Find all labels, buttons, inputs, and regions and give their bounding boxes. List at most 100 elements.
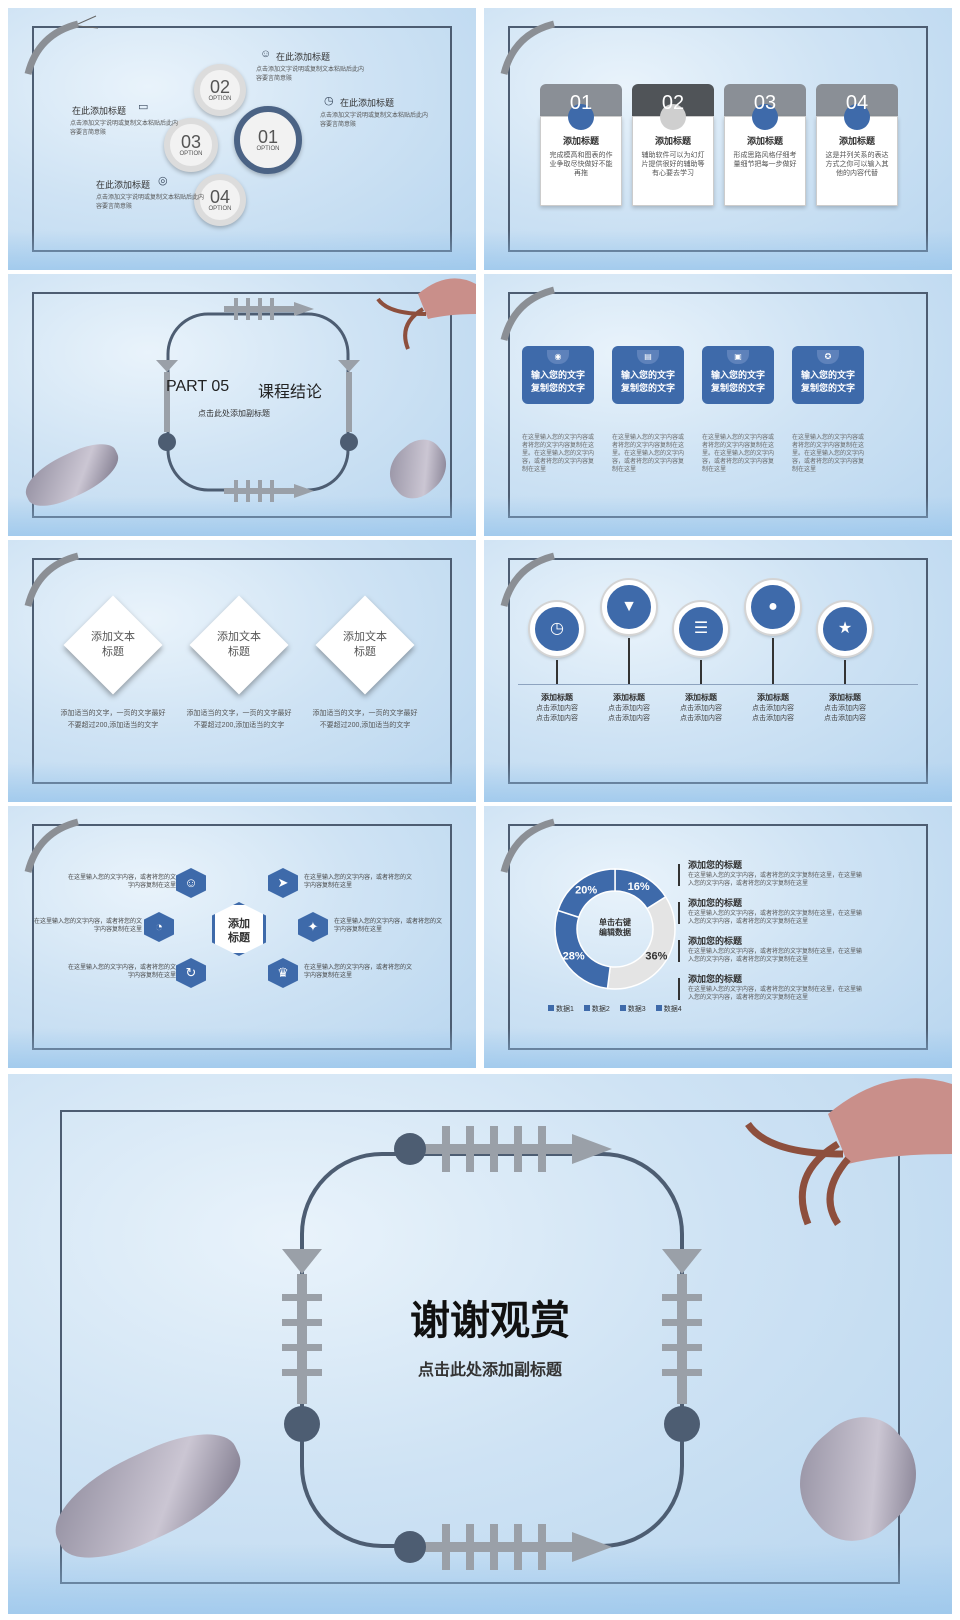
badge-3: ▣输入您的文字复制您的文字 (702, 346, 774, 404)
point-title: 添加标题 (829, 693, 861, 702)
hex-text: 在这里输入您的文字内容，或者将您的文字内容复制在这里 (334, 919, 443, 933)
donut-center-text: 单击右键编辑数据 (599, 918, 631, 937)
list-title: 添加您的标题 (688, 974, 743, 984)
donut-slice-2 (606, 895, 676, 990)
wave-decoration (8, 762, 476, 802)
list-bar (678, 864, 680, 886)
legend-item: 数据3 (619, 1004, 646, 1014)
slide-hexagons[interactable]: 添加标题 ☺ 在这里输入您的文字内容，或者将您的文字内容复制在这里 ➤ 在这里输… (8, 806, 476, 1068)
part-subtitle: 点击此处添加副标题 (198, 409, 270, 418)
shrimp-illustration (500, 286, 555, 341)
wave-decoration (484, 496, 952, 536)
slide-part-title[interactable]: PART 05 课程结论 点击此处添加副标题 (8, 274, 476, 536)
point-title: 添加标题 (541, 693, 573, 702)
point-desc: 点击添加内容点击添加内容 (752, 705, 794, 722)
item-title: 在此添加标题 (96, 180, 151, 190)
badge-2: ▤输入您的文字复制您的文字 (612, 346, 684, 404)
legend-swatch (655, 1005, 662, 1011)
people-icon: ☺ (260, 48, 272, 60)
list-title: 添加您的标题 (688, 936, 743, 946)
item-title: 在此添加标题 (340, 98, 395, 108)
slide-thanks[interactable]: 谢谢观赏 点击此处添加副标题 (8, 1074, 952, 1614)
donut-label-1: 16% (628, 881, 650, 893)
shrimp-illustration (24, 552, 79, 607)
list-bar (678, 902, 680, 924)
hex-text: 在这里输入您的文字内容，或者将您的文字内容复制在这里 (304, 875, 413, 889)
sliders-icon: ☰ (674, 602, 728, 656)
thanks-subtitle: 点击此处添加副标题 (417, 1362, 562, 1379)
legend-item: 数据4 (655, 1004, 682, 1014)
card-number: 01 (540, 84, 622, 122)
badge-desc: 在这里输入您的文字内容或者将您的文字内容复制在这里。在这里输入您的文字内容，或者… (792, 435, 865, 473)
user-icon: ● (746, 580, 800, 634)
point-title: 添加标题 (685, 693, 717, 702)
hex-text: 在这里输入您的文字内容，或者将您的文字内容复制在这里 (304, 965, 413, 979)
legend-swatch (619, 1005, 626, 1011)
list-desc: 在这里输入您的文字内容，或者将您的文字复制在这里，在这里输入您的文字内容，或者将… (688, 987, 863, 1001)
wave-decoration (484, 230, 952, 270)
diamond-desc: 添加适当的文字，一页的文字最好不要超过200,添加适当的文字 (60, 710, 166, 729)
legend-item: 数据1 (548, 1004, 574, 1014)
refresh-icon: ↻ (176, 958, 206, 988)
slide-badges[interactable]: ◉输入您的文字复制您的文字 在这里输入您的文字内容或者将您的文字内容复制在这里。… (484, 274, 952, 536)
globe-icon: ◎ (158, 175, 168, 187)
list-bar (678, 940, 680, 962)
item-desc: 点击添加文字说明或复制文本粘贴后此内容要言简意赅 (256, 67, 365, 82)
item-title: 在此添加标题 (276, 52, 331, 62)
slide-timeline[interactable]: ◷ 添加标题 点击添加内容点击添加内容 ▼ 添加标题 点击添加内容点击添加内容 … (484, 540, 952, 802)
list-bar (678, 978, 680, 1000)
star-icon: ★ (818, 602, 872, 656)
fishbone-frame (282, 1126, 702, 1570)
wave-decoration (8, 496, 476, 536)
hex-text: 在这里输入您的文字内容，或者将您的文字内容复制在这里 (33, 919, 142, 933)
point-desc: 点击添加内容点击添加内容 (824, 705, 866, 722)
center-hexagon: 添加标题 (212, 902, 266, 956)
list-desc: 在这里输入您的文字内容，或者将您的文字复制在这里，在这里输入您的文字内容，或者将… (688, 873, 863, 887)
squid-illustration (376, 278, 476, 350)
badge-desc: 在这里输入您的文字内容或者将您的文字内容复制在这里。在这里输入您的文字内容，或者… (612, 435, 685, 473)
donut-slice-4 (556, 868, 616, 919)
point-desc: 点击添加内容点击添加内容 (680, 705, 722, 722)
thanks-title: 谢谢观赏 (410, 1299, 570, 1343)
point-desc: 点击添加内容点击添加内容 (536, 705, 578, 722)
chart-legend: 数据1 数据2 数据3 数据4 (548, 1004, 682, 1014)
legend-label: 数据4 (663, 1006, 682, 1013)
badge-desc: 在这里输入您的文字内容或者将您的文字内容复制在这里。在这里输入您的文字内容，或者… (522, 435, 595, 473)
slide-donut-chart[interactable]: 16% 36% 28% 20% 单击右键编辑数据 数据1 数据2 数据3 数据4 添加您的标… (484, 806, 952, 1068)
point-desc: 点击添加内容点击添加内容 (608, 705, 650, 722)
send-icon: ➤ (268, 868, 298, 898)
badge-desc: 在这里输入您的文字内容或者将您的文字内容复制在这里。在这里输入您的文字内容，或者… (702, 435, 775, 473)
award-icon: ◉ (547, 350, 569, 364)
legend-item: 数据2 (583, 1004, 610, 1014)
donut-label-3: 28% (563, 950, 585, 962)
squid-illustration (745, 1078, 952, 1226)
legend-swatch (583, 1005, 590, 1011)
hex-text: 在这里输入您的文字内容，或者将您的文字内容复制在这里 (67, 875, 176, 889)
clipboard-icon: ▤ (637, 350, 659, 364)
donut-label-2: 36% (645, 950, 667, 962)
clock-icon: ◷ (324, 95, 334, 107)
part-title: 课程结论 (258, 384, 323, 401)
people-icon: ☺ (176, 868, 206, 898)
donut-label-4: 20% (575, 884, 597, 896)
chart-icon: ◔ (144, 912, 174, 942)
wave-decoration (484, 762, 952, 802)
monitor-icon: ▭ (138, 101, 149, 113)
shrimp-illustration (500, 20, 555, 75)
card-number: 04 (816, 84, 898, 122)
clock-icon: ◷ (530, 602, 584, 656)
slide-diamonds[interactable]: 添加文本标题 添加适当的文字，一页的文字最好不要超过200,添加适当的文字 添加… (8, 540, 476, 802)
medal-icon: ✪ (817, 350, 839, 364)
fishbone-frame (156, 298, 360, 502)
card-number: 03 (724, 84, 806, 122)
part-number: PART 05 (166, 378, 230, 395)
diamond-desc: 添加适当的文字，一页的文字最好不要超过200,添加适当的文字 (312, 710, 418, 729)
point-title: 添加标题 (613, 693, 645, 702)
badge-4: ✪输入您的文字复制您的文字 (792, 346, 864, 404)
